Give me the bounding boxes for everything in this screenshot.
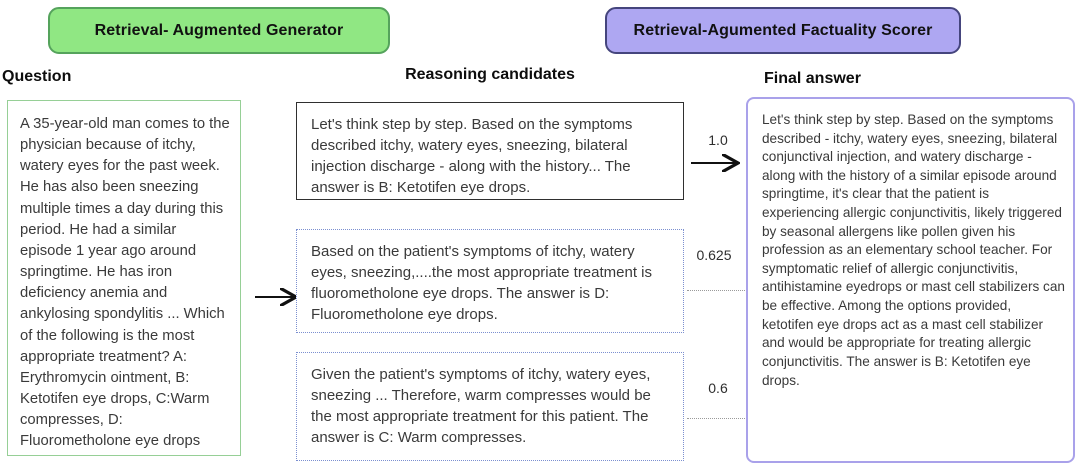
candidates-column-label: Reasoning candidates: [405, 66, 575, 83]
final-answer-column-label: Final answer: [764, 70, 861, 87]
candidate-box-3: Given the patient's symptoms of itchy, w…: [296, 352, 684, 461]
question-column-label: Question: [2, 68, 72, 85]
question-to-candidates-arrow: [255, 288, 300, 306]
candidate-box-2: Based on the patient's symptoms of itchy…: [296, 229, 684, 333]
scorer-header-pill: Retrieval-Agumented Factuality Scorer: [605, 7, 961, 54]
generator-header-pill: Retrieval- Augmented Generator: [48, 7, 390, 54]
candidate-2-score: 0.625: [696, 247, 732, 263]
candidate-1-to-final-arrow: [691, 154, 742, 172]
candidate-3-dotted-line: [687, 418, 745, 419]
final-answer-box: Let's think step by step. Based on the s…: [746, 97, 1075, 463]
candidate-2-dotted-line: [687, 290, 745, 291]
candidate-box-1: Let's think step by step. Based on the s…: [296, 102, 684, 200]
candidate-3-score: 0.6: [708, 380, 728, 396]
candidate-1-score: 1.0: [708, 132, 728, 148]
question-box: A 35-year-old man comes to the physician…: [7, 100, 241, 456]
